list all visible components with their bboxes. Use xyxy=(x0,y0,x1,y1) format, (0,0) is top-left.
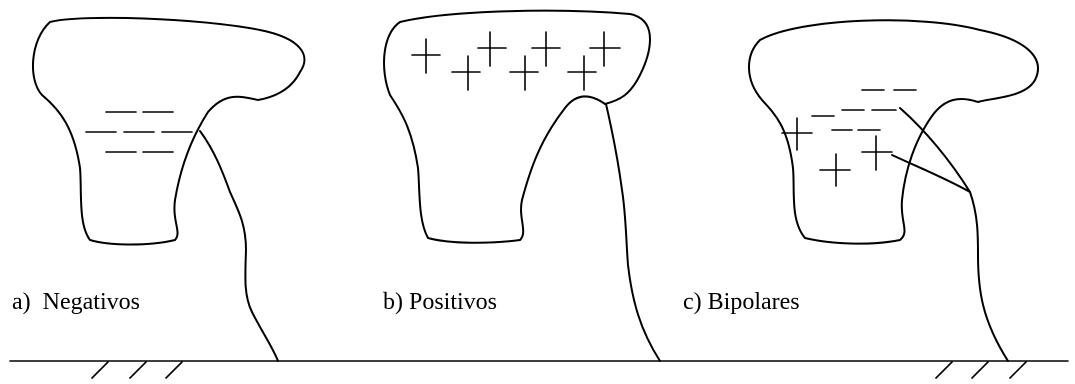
cloud-c xyxy=(748,19,1039,245)
panel-label-a: a) Negativos xyxy=(12,289,140,315)
positive-charges-c xyxy=(781,117,893,187)
panel-label-b: b) Positivos xyxy=(383,289,498,315)
ground-hatch-left xyxy=(91,361,183,379)
panel-label-c: c) Bipolares xyxy=(683,289,800,315)
cloud-a xyxy=(32,16,306,246)
negative-charges-c xyxy=(811,89,917,131)
negative-charges-a xyxy=(85,111,193,153)
lightning-channel-b xyxy=(605,103,661,362)
panel-b-positive xyxy=(383,9,661,362)
positive-charges-b xyxy=(411,31,621,91)
lightning-channel-c-branch xyxy=(891,154,971,193)
ground xyxy=(9,360,1069,379)
panel-a-negative xyxy=(32,16,306,362)
lightning-channel-a xyxy=(199,130,279,362)
lightning-channel-c-main xyxy=(899,107,1009,362)
ground-hatch-right xyxy=(935,361,1027,379)
panel-c-bipolar xyxy=(748,19,1039,362)
cloud-b xyxy=(383,9,651,244)
